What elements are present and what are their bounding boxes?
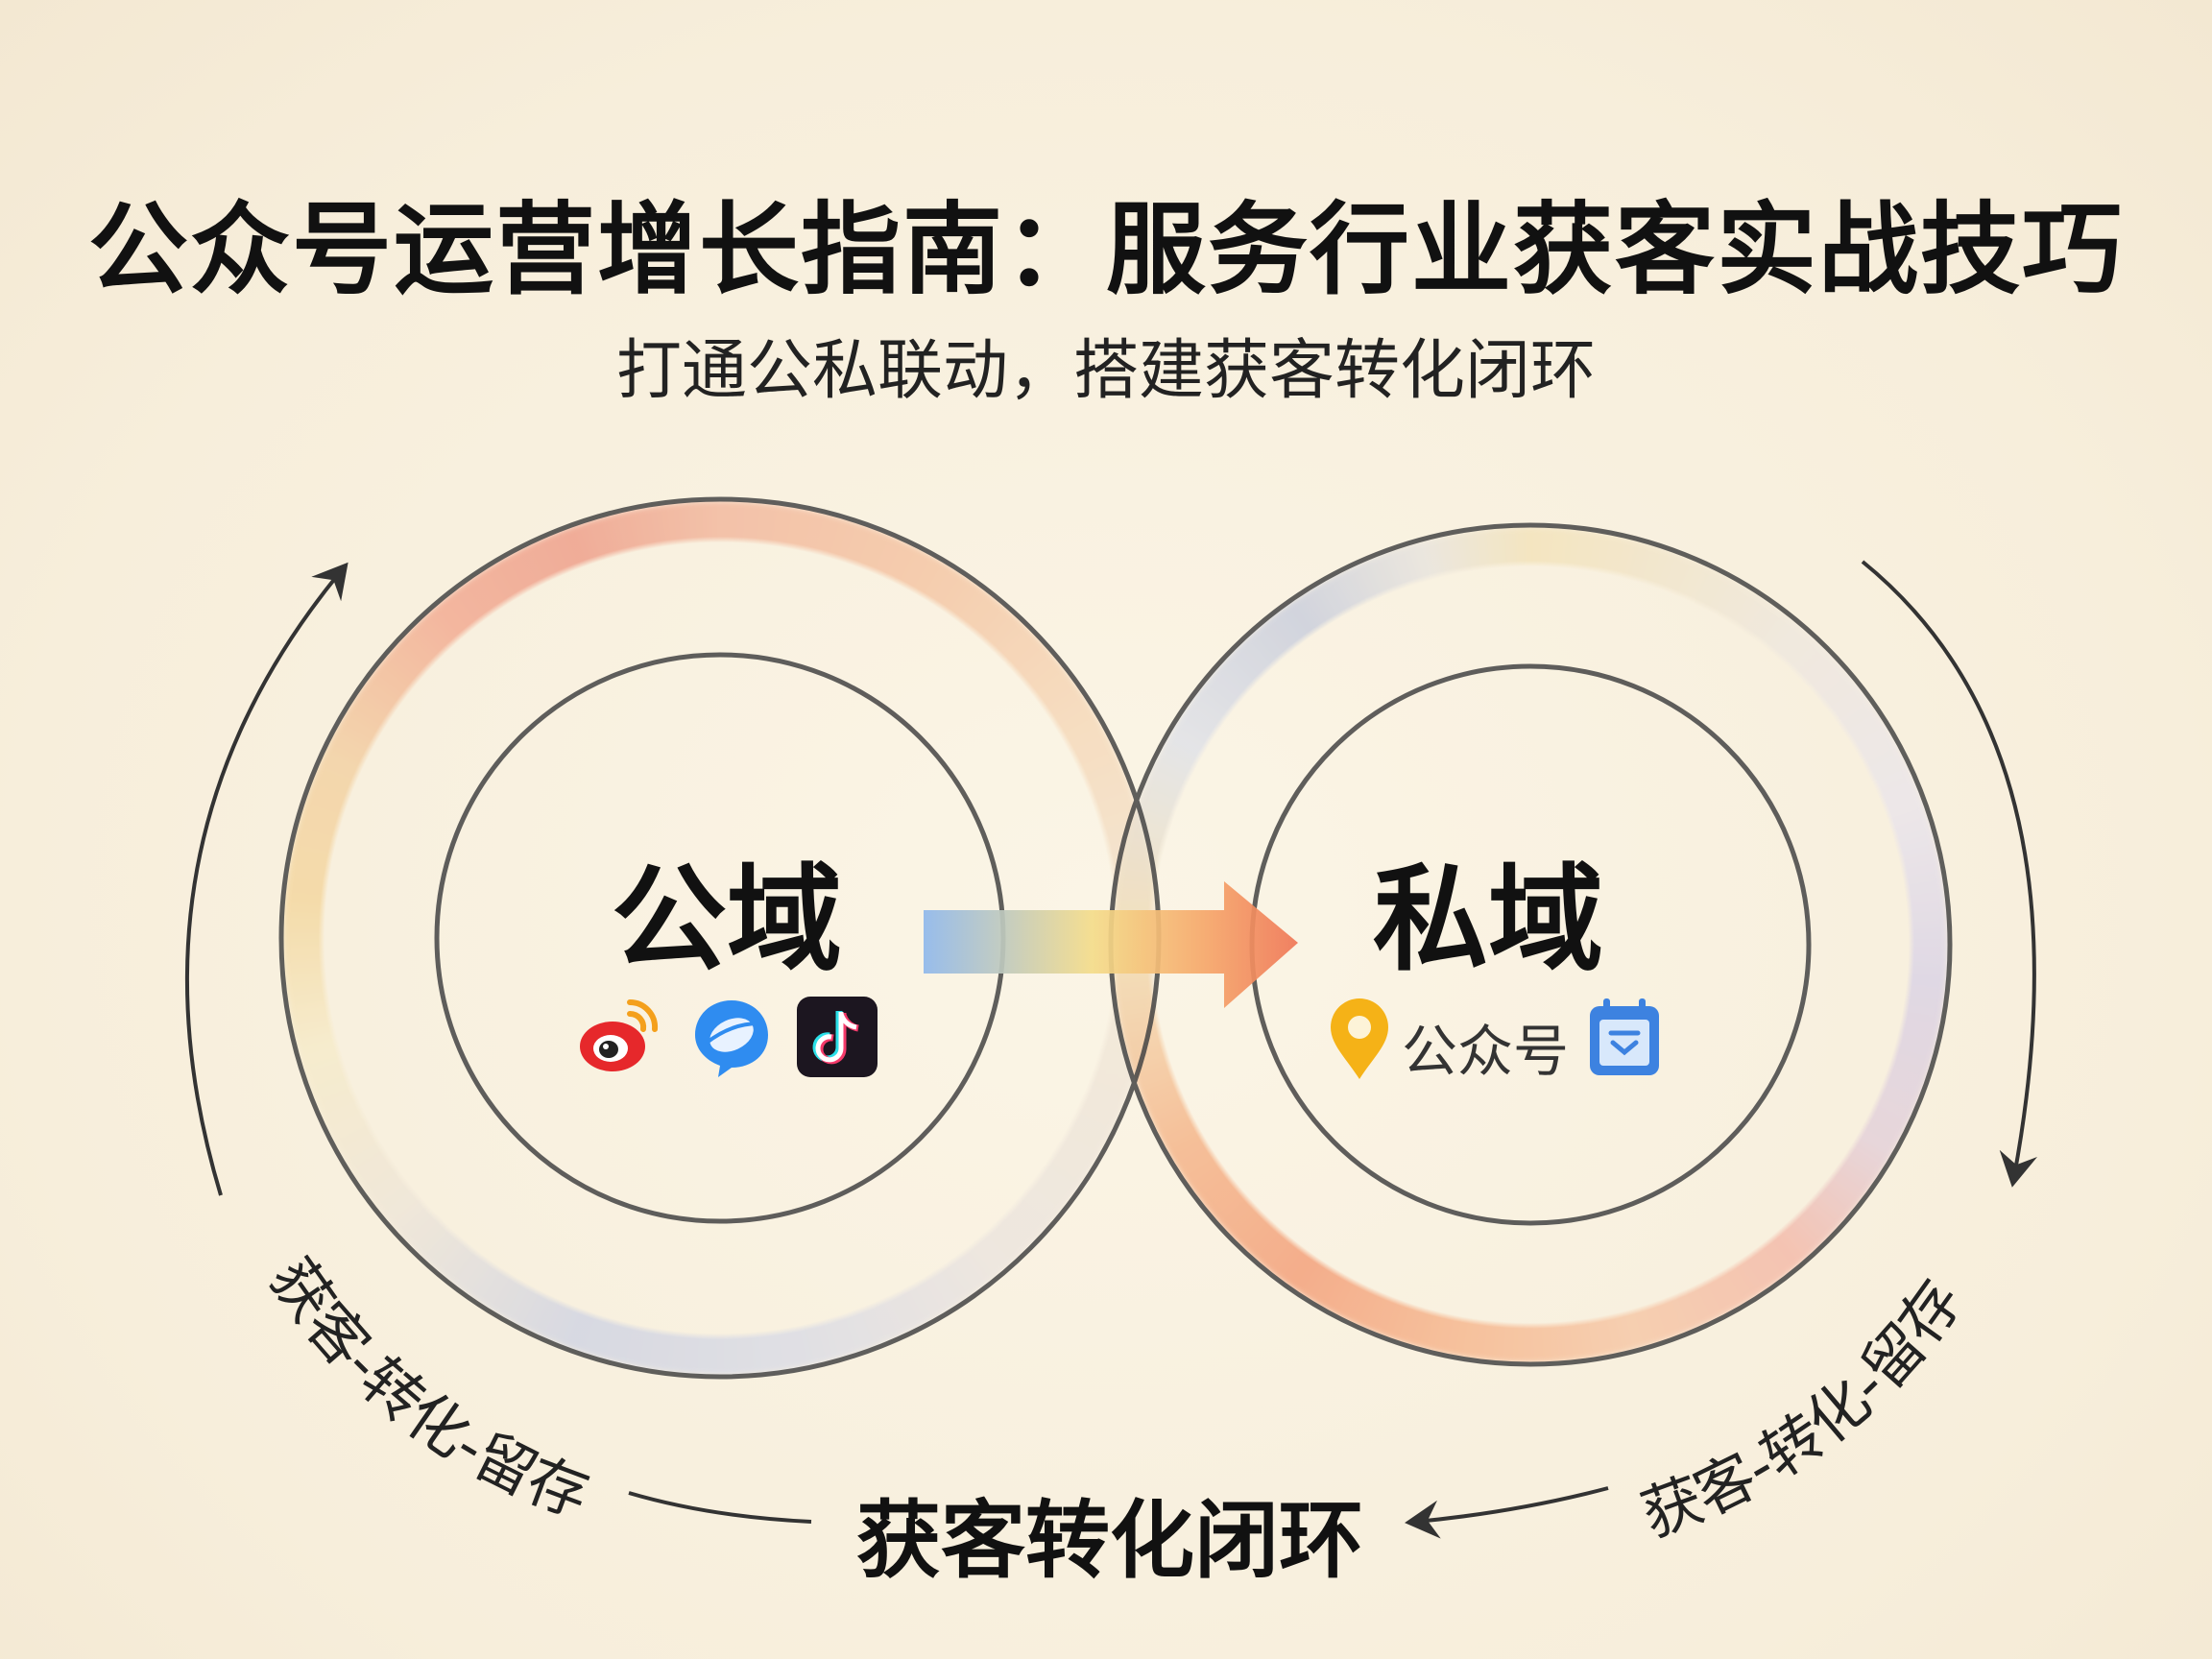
weibo-icon (580, 998, 659, 1071)
left-cycle-arrow (185, 562, 349, 1196)
flow-arrow (924, 881, 1298, 1008)
official-account-label: 公众号 (1402, 1019, 1570, 1084)
chat-bubble-icon (695, 1000, 768, 1077)
left-cycle-label: 获客-转化-留存 (256, 1245, 598, 1530)
public-domain-label: 公域 (612, 854, 842, 987)
bottom-left-line (628, 1491, 812, 1524)
closed-loop-label: 获客转化闭环 (855, 1491, 1363, 1590)
page-title: 公众号运营增长指南：服务行业获客实战技巧 (87, 191, 2124, 308)
calendar-icon (1590, 998, 1659, 1075)
private-domain-label: 私域 (1373, 854, 1603, 987)
location-pin-icon (1331, 998, 1388, 1079)
right-cycle-label: 获客-转化-留存 (1632, 1267, 1976, 1551)
page-subtitle: 打通公私联动，搭建获客转化闭环 (615, 333, 1596, 409)
bottom-right-arrow (1405, 1486, 1609, 1539)
right-cycle-arrow (1861, 560, 2038, 1188)
tiktok-icon (797, 997, 878, 1077)
